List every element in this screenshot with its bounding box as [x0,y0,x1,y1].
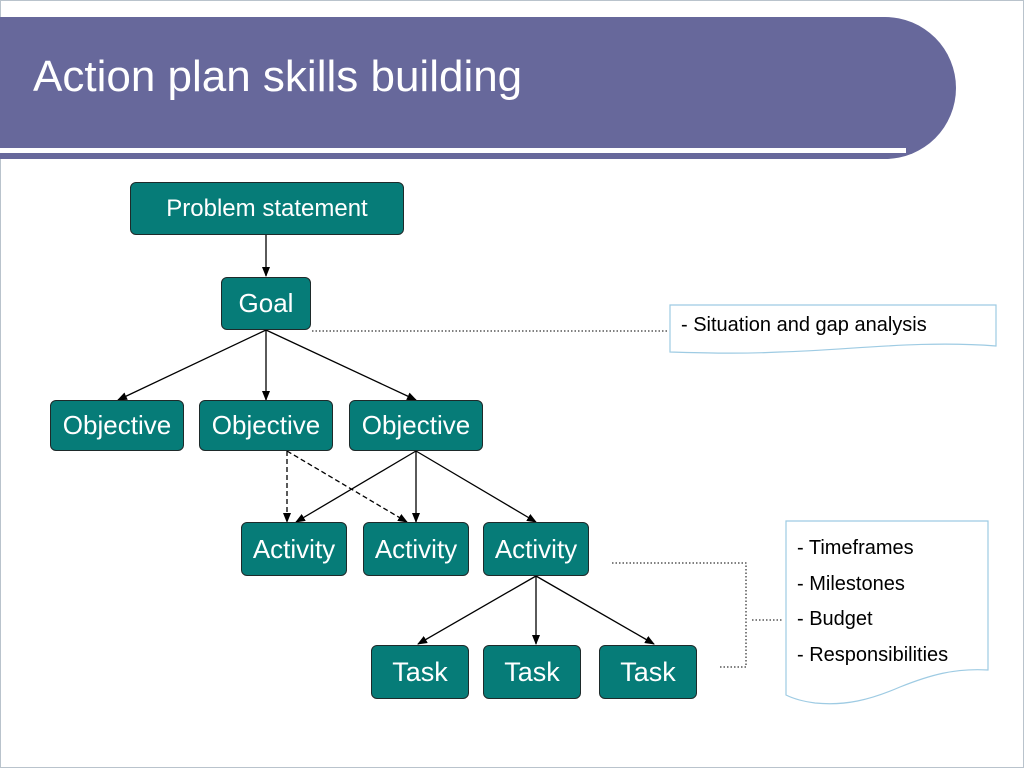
objective-box-3: Objective [349,400,483,451]
problem-statement-box: Problem statement [130,182,404,235]
arrow-activity3-task1 [417,575,537,645]
task-box-2: Task [483,645,581,699]
activity-note-shape [785,520,989,705]
note-item-milestones: - Milestones [797,572,905,595]
arrow-goal-objective-1 [117,329,267,401]
note-item-responsibilities: - Responsibilities [797,643,949,666]
activity-note-list: - Timeframes - Milestones - Budget - Res… [797,531,948,673]
arrow-objective3-activity3 [415,450,537,523]
dotted-bracket [612,562,747,668]
goal-box: Goal [221,277,311,330]
title-banner [0,17,956,159]
arrow-objective3-activity1 [295,450,417,523]
objective-box-2: Objective [199,400,333,451]
objective-box-1: Objective [50,400,184,451]
activity-box-2: Activity [363,522,469,576]
task-box-3: Task [599,645,697,699]
note-item-budget: - Budget [797,608,873,630]
title-underline [0,148,906,153]
dashed-objective2-activity2 [286,450,408,523]
goal-note-text: - Situation and gap analysis [681,314,927,336]
goal-note-shape [669,304,997,354]
arrow-activity3-task3 [535,575,655,645]
slide-title: Action plan skills building [33,52,523,101]
note-item-timeframes: - Timeframes [797,537,914,559]
activity-box-1: Activity [241,522,347,576]
arrow-goal-objective-3 [265,329,417,401]
task-box-1: Task [371,645,469,699]
activity-box-3: Activity [483,522,589,576]
